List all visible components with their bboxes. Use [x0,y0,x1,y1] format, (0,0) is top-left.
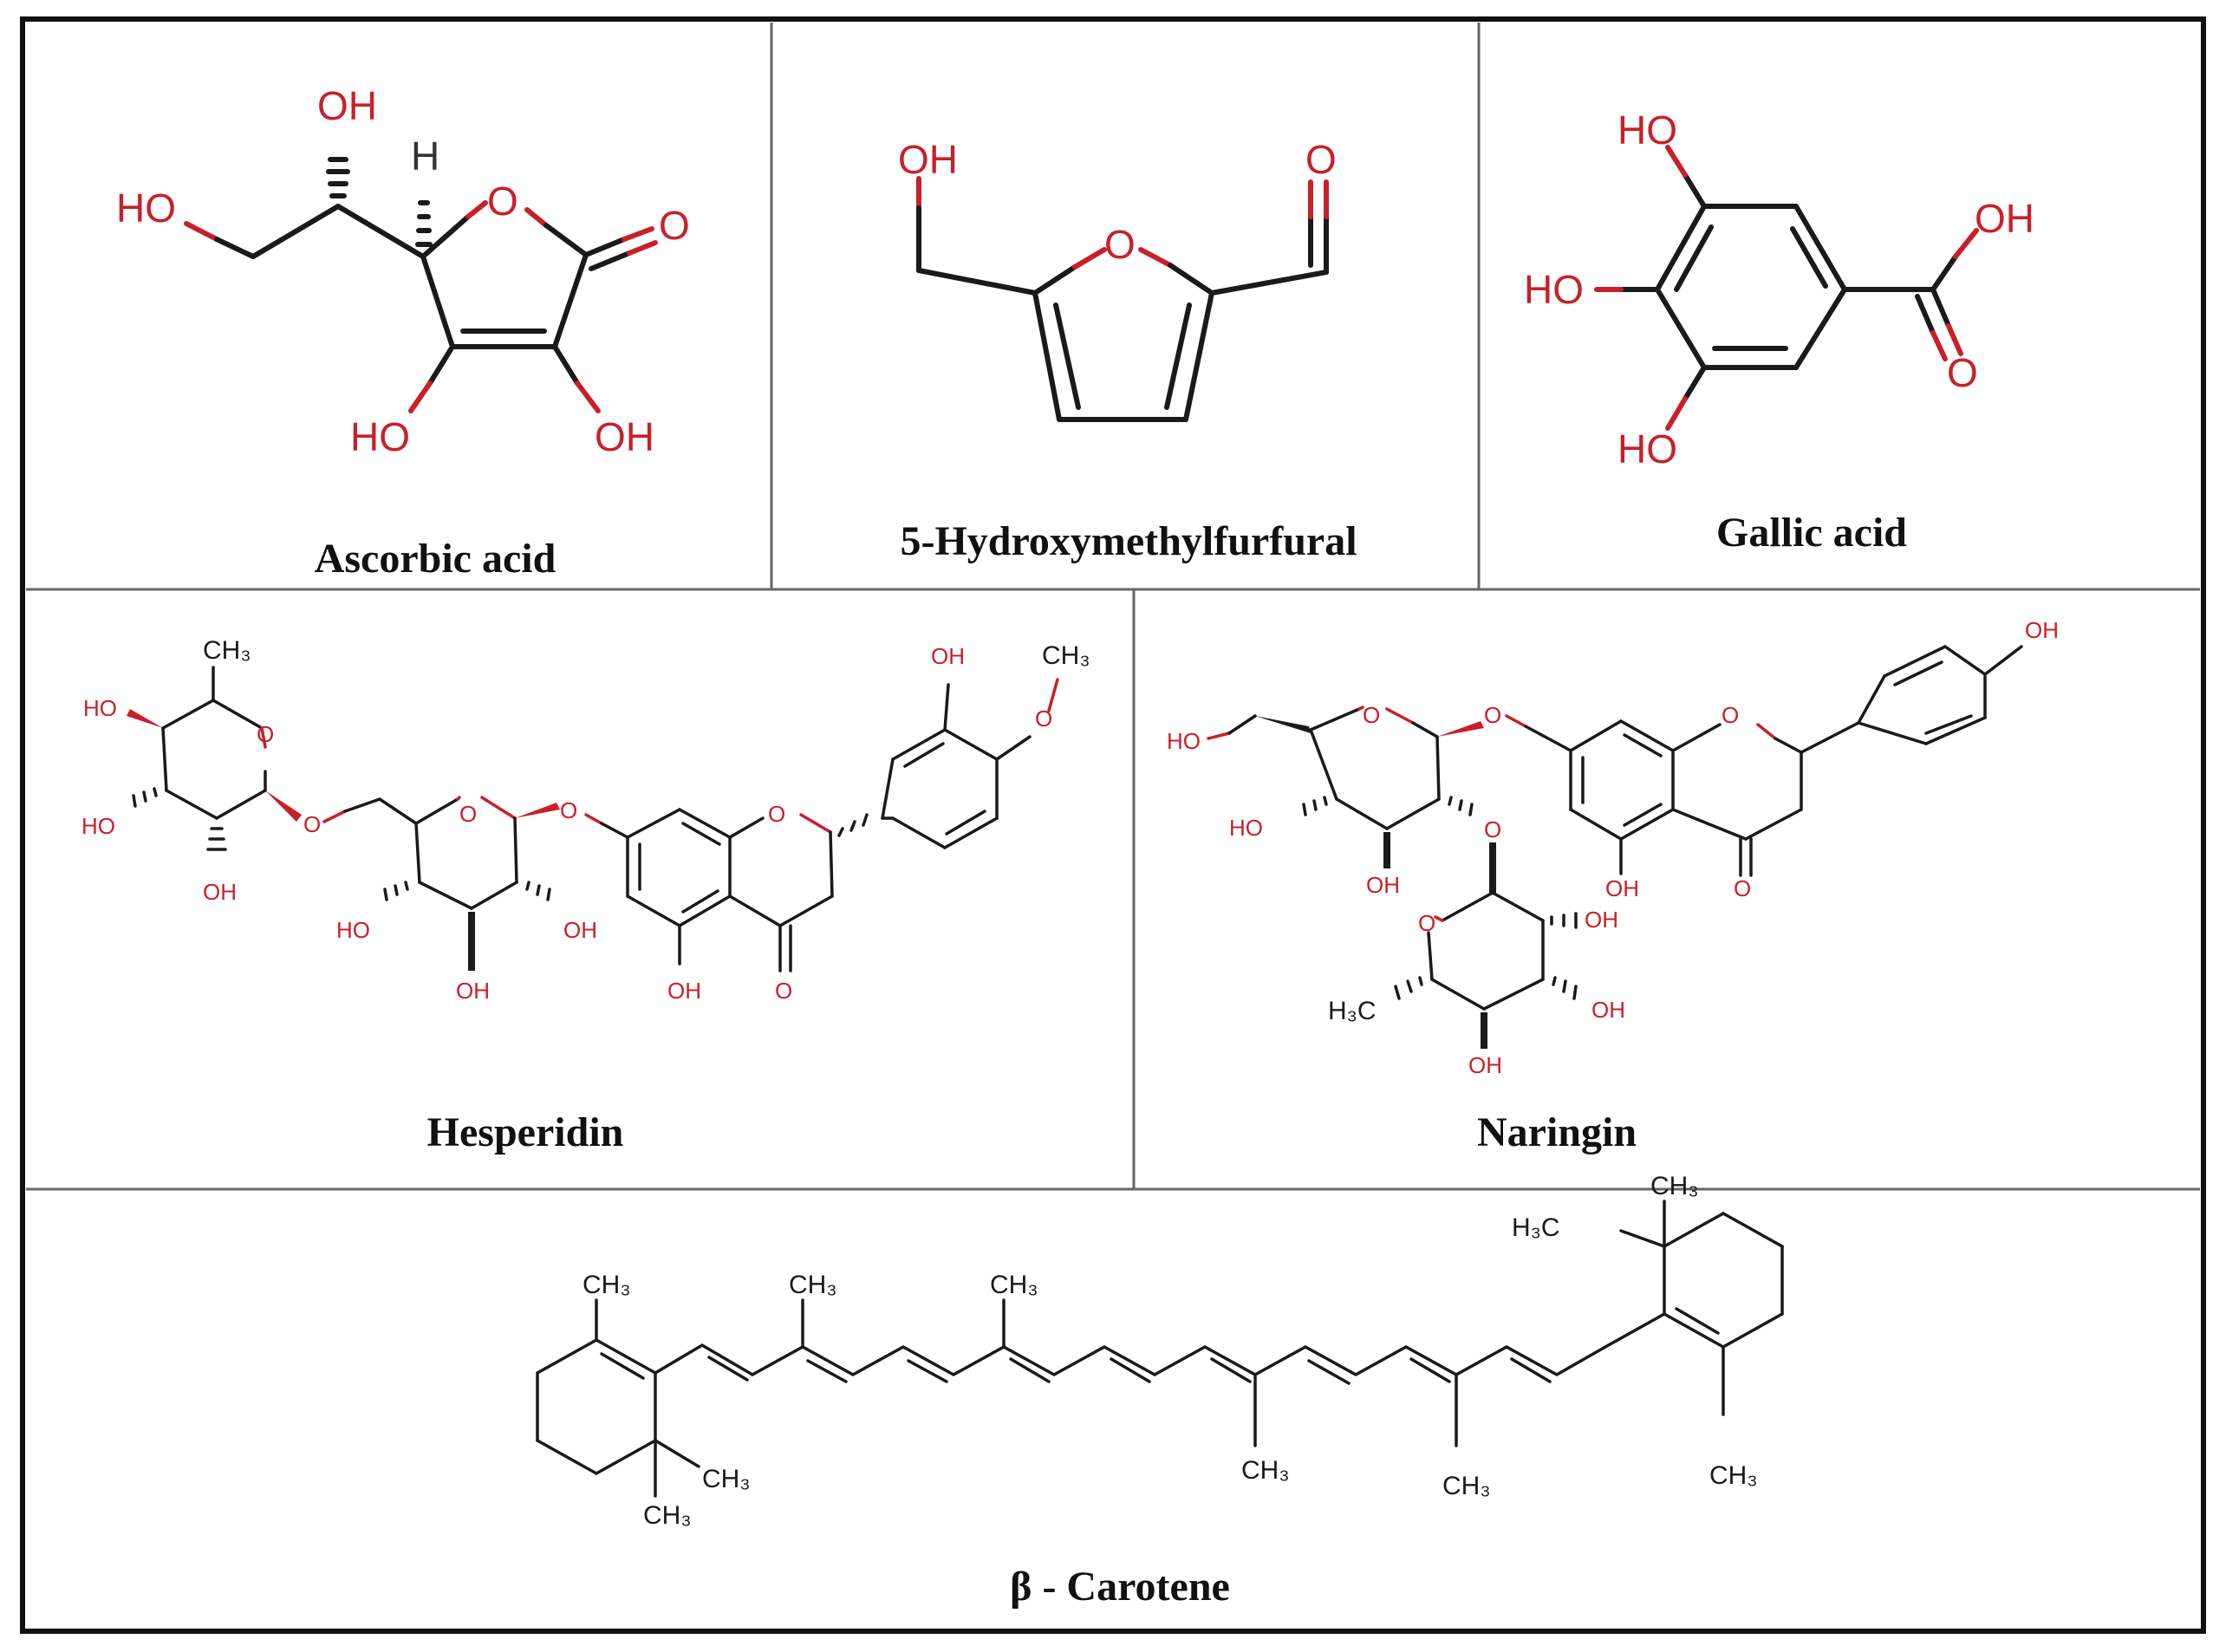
beta-carotene-structure: CH₃ CH₃ CH₃ CH₃ CH₃ CH₃ CH₃ H₃C CH₃ CH₃ [536,1172,1784,1530]
atom-label-ho: HO [81,813,115,839]
atom-label-o: O [659,203,690,248]
atom-label-ho: HO [83,695,117,721]
atom-label-h3c: H₃C [1328,997,1377,1025]
atom-label-o: O [1363,702,1380,728]
atom-label-ho: HO [1229,815,1263,841]
atom-label-o: O [487,179,518,224]
atom-label-oh: OH [203,879,237,905]
atom-label-ch3: CH₃ [1709,1461,1758,1490]
atom-label-o: O [257,721,274,747]
outer-frame [20,16,2206,1634]
atom-label-o: O [459,801,477,827]
caption-gallic-acid: Gallic acid [1716,510,1907,556]
atom-label-oh: OH [595,414,654,459]
atom-label-o: O [1484,816,1501,842]
atom-label-o: O [1947,350,1978,395]
atom-label-o: O [1722,702,1739,728]
caption-beta-carotene: β - Carotene [1010,1564,1230,1610]
atom-label-ch3: CH₃ [643,1501,692,1530]
ascorbic-acid-structure: OH HO H O O HO OH [116,83,690,459]
atom-label-ch3: CH₃ [789,1271,837,1299]
atom-label-oh: OH [1585,907,1618,933]
hmf-structure: OH O O [898,137,1337,422]
atom-label-ho: HO [116,185,176,231]
atom-label-ch3: CH₃ [583,1271,631,1299]
atom-label-ch3: CH₃ [990,1271,1038,1299]
atom-label-ch3: CH₃ [203,636,251,665]
atom-label-ch3: CH₃ [702,1465,751,1493]
atom-label-ho: HO [1617,426,1677,472]
atom-label-ho: HO [336,917,370,943]
atom-label-o: O [1418,910,1435,936]
atom-label-oh: OH [317,83,377,128]
atom-label-oh: OH [456,978,490,1004]
atom-label-o: O [1305,137,1337,182]
atom-label-ho: HO [1524,267,1584,312]
atom-label-o: O [768,801,785,827]
atom-label-o: O [775,978,792,1004]
atom-label-oh: OH [2025,617,2059,643]
atom-label-ch3: CH₃ [1442,1472,1491,1500]
atom-label-o: O [560,797,577,823]
atom-label-oh: OH [1605,875,1639,901]
atom-label-oh: OH [667,978,701,1004]
caption-ascorbic-acid: Ascorbic acid [315,536,556,582]
atom-label-oh: OH [898,137,958,182]
atom-label-ho: HO [350,414,410,459]
atom-label-o: O [1035,706,1052,732]
atom-label-o: O [303,811,321,837]
caption-hesperidin: Hesperidin [427,1109,624,1155]
naringin-structure: HO O O HO OH O O OH H₃C OH OH O OH O OH [1167,617,2059,1078]
gallic-acid-structure: HO HO HO OH O [1524,107,2034,472]
atom-label-oh: OH [931,643,965,669]
caption-naringin: Naringin [1477,1109,1637,1155]
atom-label-o: O [1734,875,1751,901]
atom-label-ch3: CH₃ [1042,641,1090,670]
atom-label-h3c: H₃C [1512,1213,1560,1242]
atom-label-oh: OH [1366,872,1400,898]
atom-label-ch3: CH₃ [1241,1456,1290,1485]
atom-label-ho: HO [1167,728,1201,754]
atom-label-oh: OH [1591,997,1625,1023]
atom-label-ch3: CH₃ [1650,1172,1699,1200]
atom-label-ho: HO [1617,107,1677,153]
atom-label-oh: OH [1975,196,2034,241]
hesperidin-structure: CH₃ HO O HO OH O O O HO OH OH O OH O OH … [81,636,1090,1004]
atom-label-h: H [411,133,439,179]
atom-label-o: O [1104,222,1136,267]
atom-label-oh: OH [563,917,597,943]
atom-label-o: O [1484,702,1501,728]
atom-label-oh: OH [1468,1052,1502,1078]
caption-hmf: 5-Hydroxymethylfurfural [900,518,1357,564]
